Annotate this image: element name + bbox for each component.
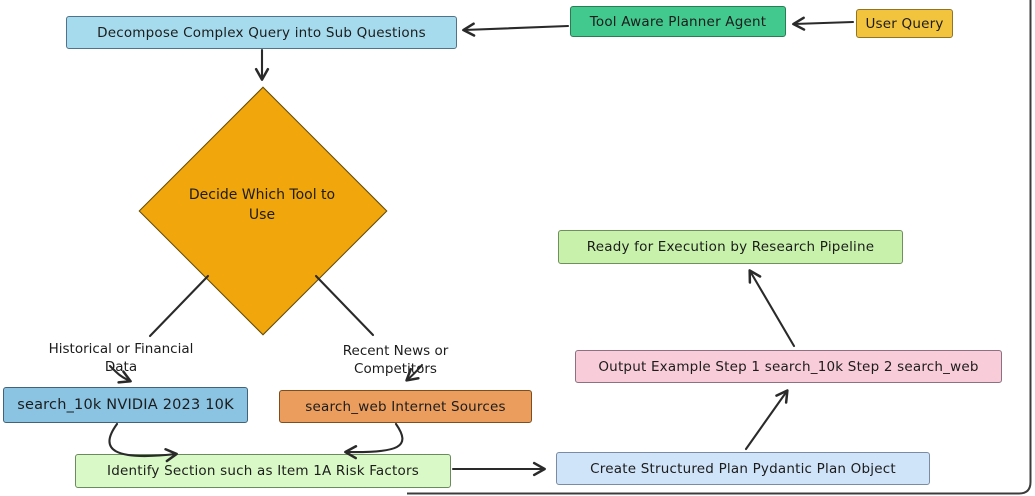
- line-diamond-to-recent: [314, 274, 375, 337]
- node-planner-agent: Tool Aware Planner Agent: [570, 6, 786, 37]
- node-ready-for-execution: Ready for Execution by Research Pipeline: [558, 230, 903, 264]
- node-create-structured-plan: Create Structured Plan Pydantic Plan Obj…: [556, 452, 930, 485]
- arrow-searchweb-to-identify: [344, 422, 404, 460]
- node-decompose-query: Decompose Complex Query into Sub Questio…: [66, 16, 457, 49]
- node-output-example: Output Example Step 1 search_10k Step 2 …: [575, 350, 1002, 383]
- arrow-search10k-to-identify: [108, 422, 178, 463]
- arrow-output-to-ready: [748, 269, 796, 348]
- node-decide-tool-label: Decide Which Tool to Use: [188, 187, 336, 223]
- arrow-planner-to-decompose: [462, 22, 570, 37]
- node-search-web: search_web Internet Sources: [279, 390, 532, 423]
- node-identify-section: Identify Section such as Item 1A Risk Fa…: [75, 454, 451, 488]
- edge-label-historical-data: Historical or Financial Data: [48, 341, 194, 376]
- line-diamond-to-historical: [148, 274, 210, 338]
- edge-label-recent-news: Recent News or Competitors: [342, 343, 449, 378]
- arrow-create-to-output: [744, 389, 789, 451]
- node-search-10k: search_10k NVIDIA 2023 10K: [3, 387, 248, 423]
- node-user-query: User Query: [856, 9, 953, 38]
- arrow-userquery-to-planner: [792, 16, 855, 31]
